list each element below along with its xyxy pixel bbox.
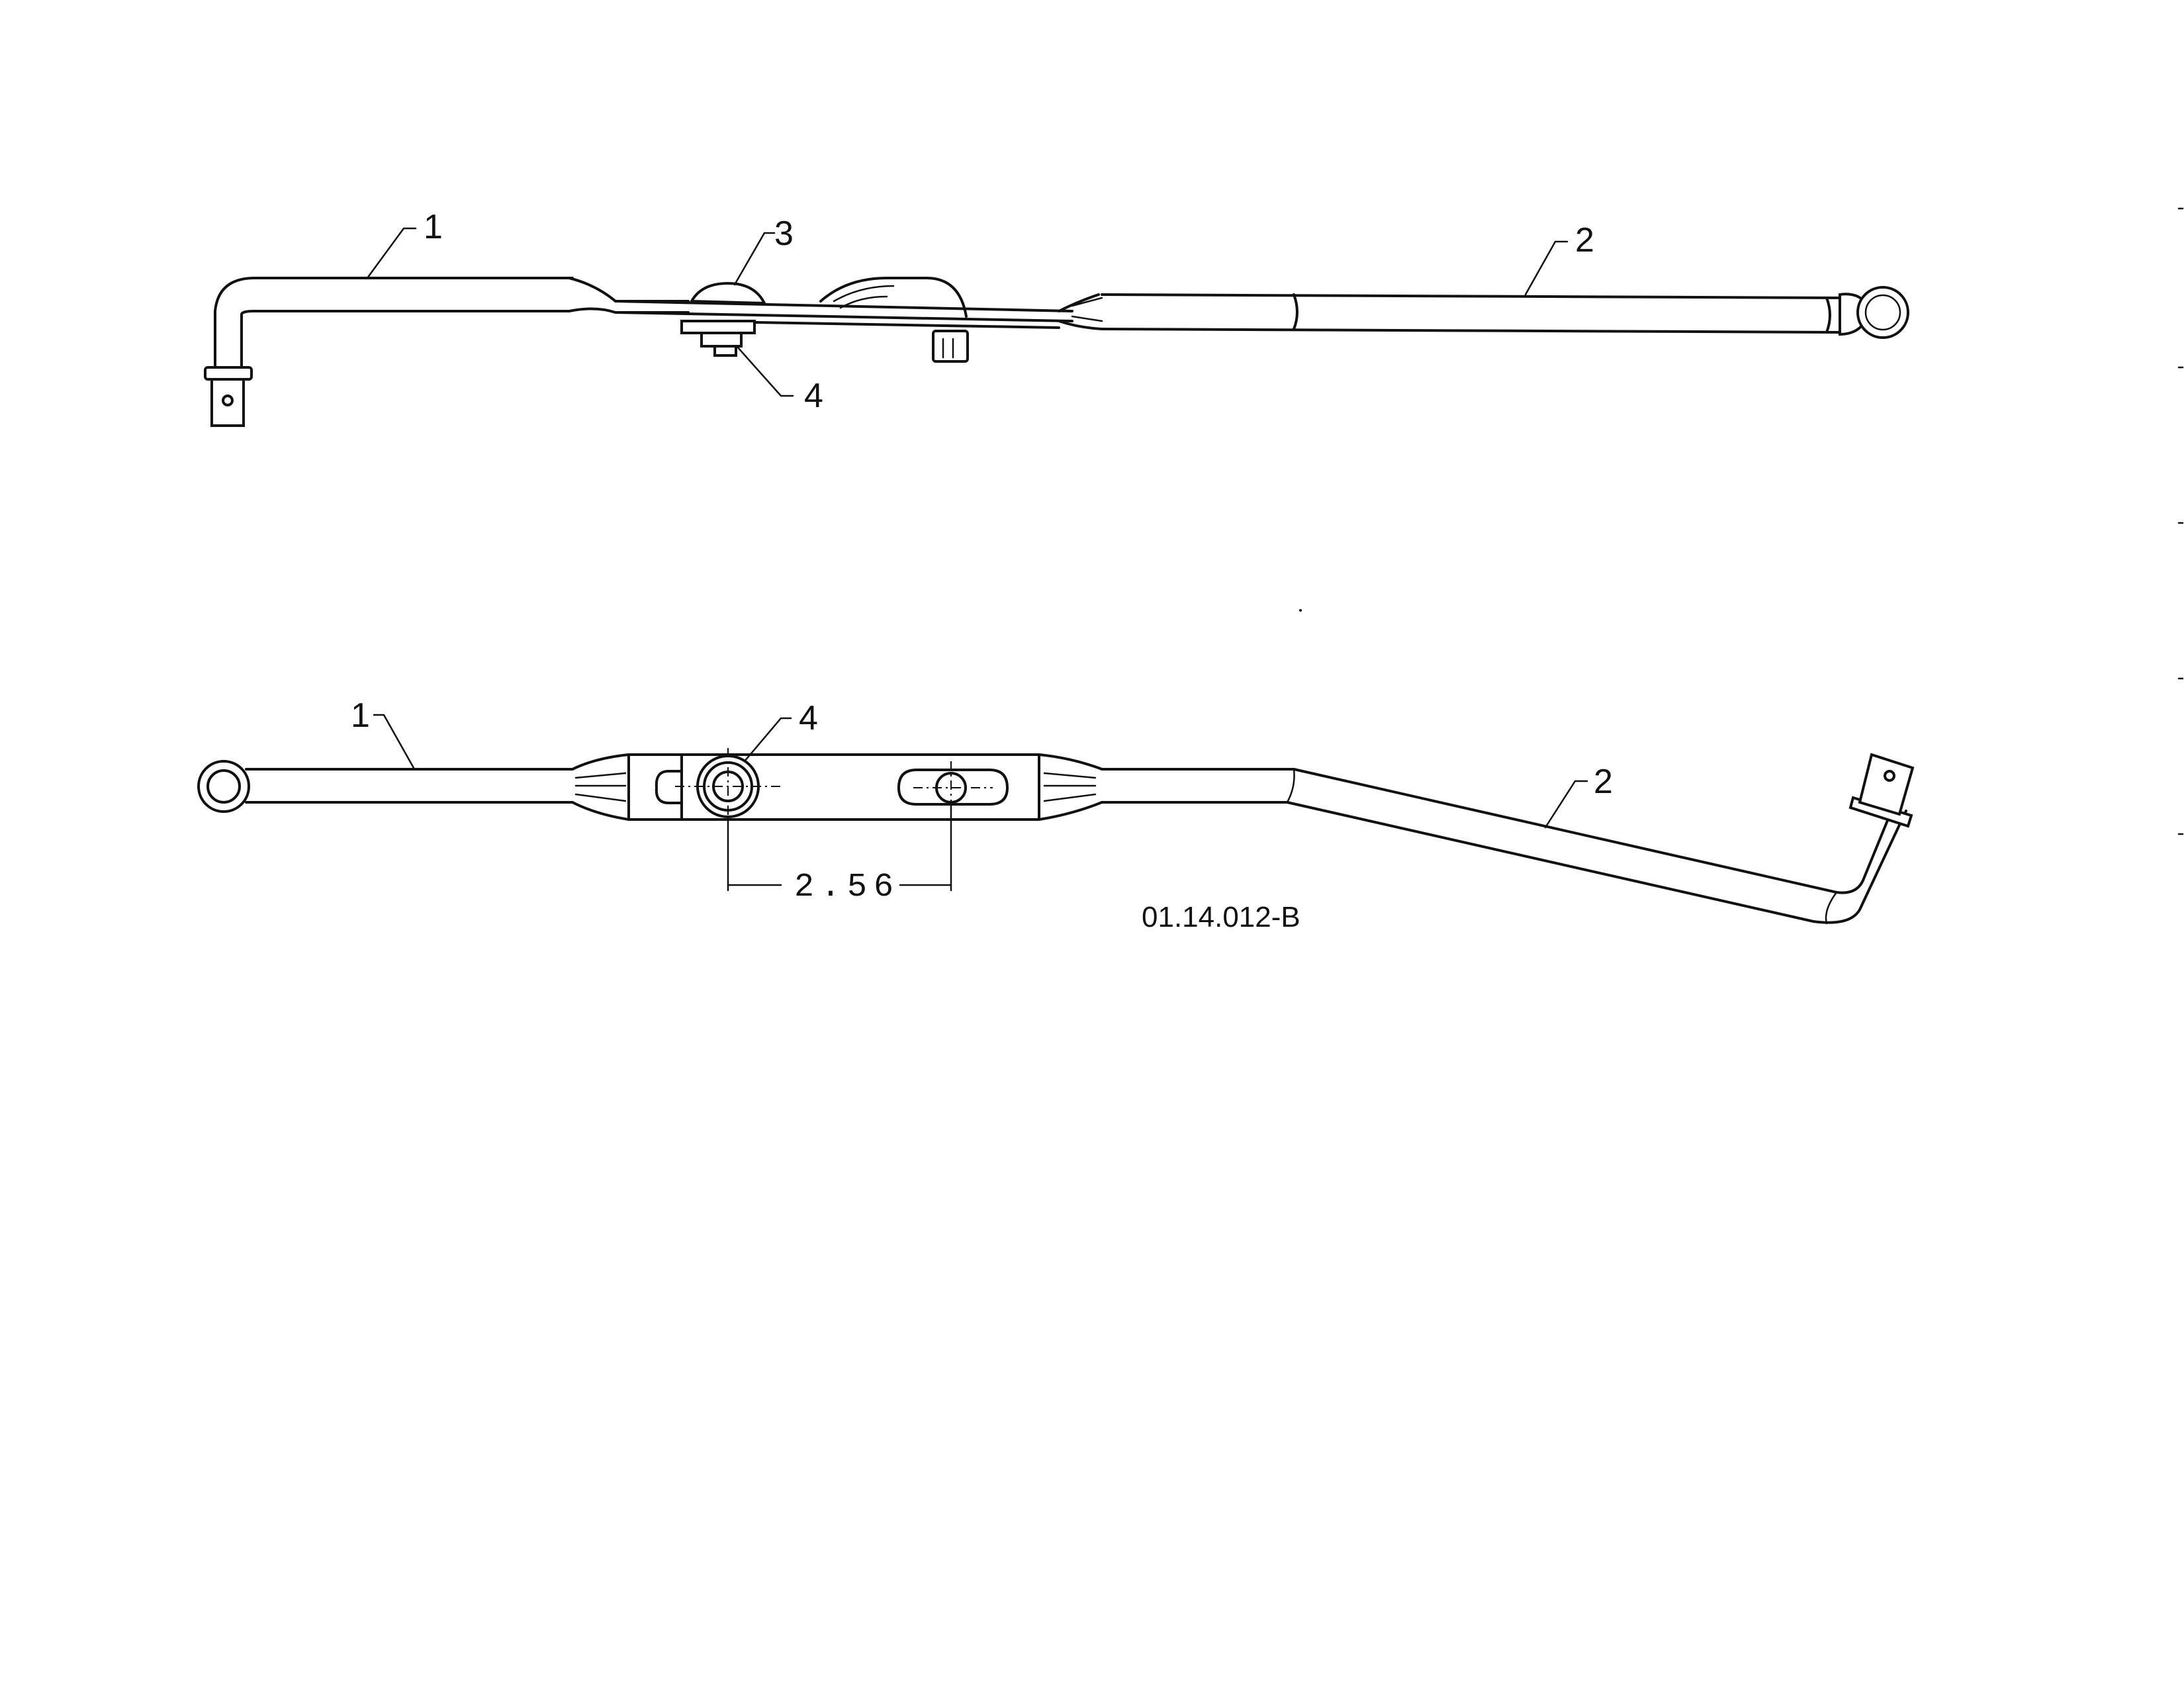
callout-1-leader-top xyxy=(366,227,417,279)
clamp-flat-left xyxy=(568,277,690,314)
clamp-swage-right xyxy=(1038,753,1103,821)
clamp-bulge-lines xyxy=(833,285,895,309)
bolt-tip xyxy=(713,345,737,357)
rod-2-bend-marks xyxy=(1286,768,1838,925)
callout-4-top: 4 xyxy=(804,377,823,415)
nut-hex xyxy=(700,332,743,348)
rod-1-end-tab xyxy=(204,366,253,381)
clamp-swage-left xyxy=(571,753,630,821)
rod-1-end-plate xyxy=(210,378,245,427)
rod-1-top xyxy=(214,277,574,372)
rod-2-swage-lines xyxy=(1071,297,1103,322)
callout-4-leader-top xyxy=(737,346,794,397)
clamp-body xyxy=(627,753,1040,821)
rod-2-end-plate xyxy=(1858,753,1915,816)
callout-2-top: 2 xyxy=(1575,221,1594,259)
rod-2-end-knob-inner xyxy=(1864,294,1901,331)
callout-2-bottom: 2 xyxy=(1594,763,1613,801)
bolt-head xyxy=(689,281,767,305)
clamp-swage-left-lines xyxy=(574,772,627,802)
callout-3-leader-top xyxy=(733,232,776,286)
rod-2-end-hole xyxy=(1884,770,1895,782)
slot-pin-centerline xyxy=(913,761,993,827)
rod-2-transition xyxy=(1058,293,1103,330)
rod-2-bottom xyxy=(1101,768,1907,924)
rod-1-end-hole xyxy=(222,395,234,406)
top-view-assembly xyxy=(204,277,1909,427)
rod-2-top xyxy=(1101,293,1841,334)
clamp-bulge-right xyxy=(819,277,968,318)
callout-1-top: 1 xyxy=(424,208,443,246)
nut-washer xyxy=(680,320,756,334)
callout-4-leader-bottom xyxy=(743,717,792,763)
top-callouts: 1 2 3 4 xyxy=(366,208,1594,415)
speck xyxy=(1299,609,1302,612)
callout-2-leader-top xyxy=(1524,240,1569,296)
bottom-callouts: 1 4 2 xyxy=(351,696,1613,829)
nut-centerline xyxy=(675,748,781,827)
callout-1-bottom: 1 xyxy=(351,696,370,735)
rod-1-eye-outer xyxy=(197,760,250,813)
clamp-swage-right-lines xyxy=(1043,772,1097,802)
rod-1-eye-inner xyxy=(206,769,241,804)
clamp-slot-left xyxy=(655,770,683,804)
callout-3-top: 3 xyxy=(774,214,794,253)
clamp-slot-right xyxy=(897,769,1009,806)
margin-ticks xyxy=(2177,207,2184,835)
bracket-clip xyxy=(932,330,969,363)
callout-4-bottom: 4 xyxy=(799,699,818,737)
rod-1-bottom xyxy=(245,768,574,804)
bottom-view-assembly xyxy=(197,748,1915,925)
dimension-value: 2.56 xyxy=(794,868,900,906)
bracket-clip-lines xyxy=(942,338,954,359)
dimension-2-56: 2.56 xyxy=(727,803,952,906)
callout-2-leader-bottom xyxy=(1544,780,1588,829)
drawing-number: 01.14.012-B xyxy=(1142,901,1300,933)
callout-1-leader-bottom xyxy=(373,714,415,769)
